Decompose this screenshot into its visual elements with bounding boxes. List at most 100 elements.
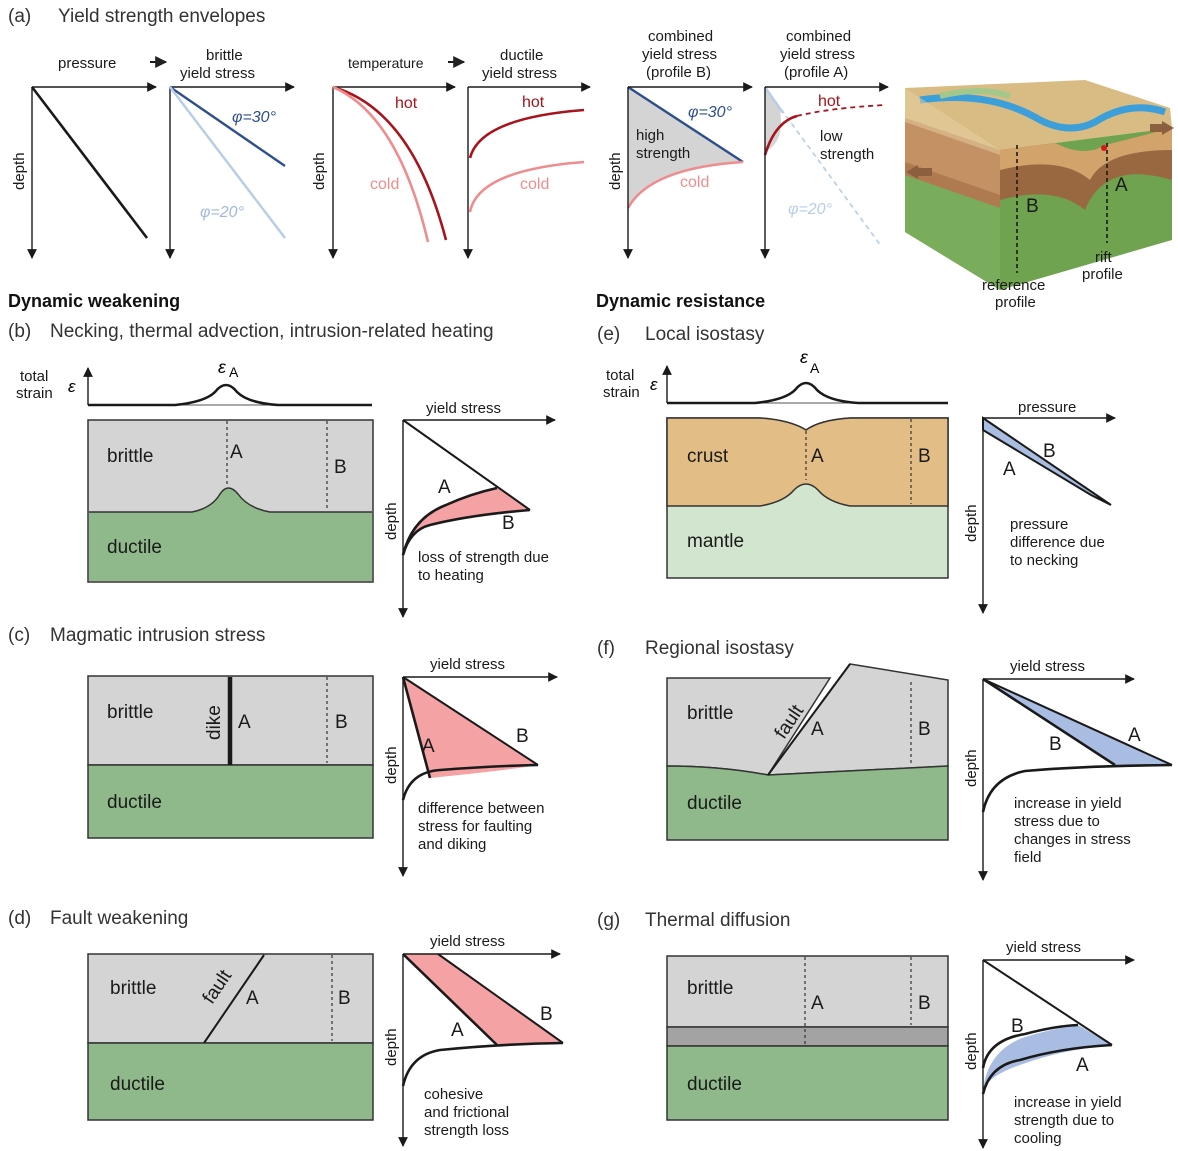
depth-axis-label: depth [11,152,28,190]
profile-a-marker: A [1076,1055,1089,1076]
profile-b-marker: B [1026,196,1039,217]
brittle-envelope: brittle yield stress φ=30° φ=20° [165,47,295,259]
strain-label: strain [603,384,640,401]
profile-a-marker: A [811,446,824,467]
profile-a-marker: A [230,442,243,463]
panel-g-title: Thermal diffusion [645,910,790,931]
note-line-2: strength due to [1014,1112,1114,1129]
yield-stress-axis-label: yield stress [430,656,505,673]
dynamic-weakening-header: Dynamic weakening [8,291,180,311]
epsilon-symbol: ε [650,375,658,394]
phi30-label: φ=30° [688,104,733,121]
profile-b-label: (profile B) [646,64,711,81]
combined-label: combined [648,28,713,45]
combined-label: combined [786,28,851,45]
hot-label: hot [395,95,418,112]
pressure-label: pressure [58,55,116,72]
note-line-4: field [1014,849,1042,866]
dynamic-resistance-header: Dynamic resistance [596,291,765,311]
rift-profile-label-2: profile [1082,266,1123,283]
profile-b-marker: B [1011,1016,1024,1037]
note-line-3: strength loss [424,1122,509,1139]
profile-a-marker: A [451,1020,464,1041]
depth-axis-label: depth [383,502,400,540]
high-label: high [636,127,664,144]
note-line-3: to necking [1010,552,1078,569]
note-line-2: difference due [1010,534,1105,551]
combined-envelope-profile-a: combined yield stress (profile A) hot lo… [760,28,889,259]
panel-c: (c) Magmatic intrusion stress brittle du… [8,625,558,877]
profile-b-marker: B [516,726,529,747]
note-line-1: cohesive [424,1086,483,1103]
profile-a-marker: A [811,719,824,740]
combined-envelope-profile-b: combined yield stress (profile B) φ=30° … [607,28,753,259]
mantle-layer-label: mantle [687,531,744,552]
panel-g-label: (g) [597,910,620,931]
phi20-label: φ=20° [788,201,833,218]
profile-a-marker: A [811,993,824,1014]
yield-stress-axis-label: yield stress [1006,939,1081,956]
reference-profile-label-2: profile [995,294,1036,311]
note-line-1: increase in yield [1014,795,1122,812]
ductile-label: ductile [500,47,543,64]
profile-b-marker: B [540,1004,553,1025]
panel-f: (f) Regional isostasy brittle ductile fa… [597,638,1173,881]
profile-a-marker: A [1003,459,1016,480]
ductile-layer-label: ductile [107,792,162,813]
profile-a-marker: A [1128,725,1141,746]
depth-axis-label: depth [383,1028,400,1066]
pressure-axis-label: pressure [1018,399,1076,416]
depth-axis-label: depth [607,152,624,190]
profile-b-marker: B [334,457,347,478]
yield-stress-axis-label: yield stress [430,933,505,950]
yield-stress-label: yield stress [180,65,255,82]
depth-axis-label: depth [383,746,400,784]
brittle-layer-label: brittle [107,702,153,723]
note-line-2: to heating [418,567,484,584]
brittle-layer-label: brittle [107,446,153,467]
hot-label: hot [818,93,841,110]
note-line-2: and frictional [424,1104,509,1121]
panel-d-title: Fault weakening [50,908,188,929]
phi20-label: φ=20° [200,204,245,221]
brittle-layer-label: brittle [687,703,733,724]
pressure-envelope: pressure depth [11,55,157,259]
panel-b-label: (b) [8,321,31,342]
profile-a-marker: A [1115,175,1128,196]
total-label: total [606,367,634,384]
panel-c-label: (c) [8,625,30,646]
profile-a-marker: A [246,988,259,1009]
profile-b-marker: B [918,993,931,1014]
note-line-1: increase in yield [1014,1094,1122,1111]
hot-label: hot [522,94,545,111]
yield-stress-label: yield stress [482,65,557,82]
ductile-layer-label: ductile [687,793,742,814]
profile-b-marker: B [502,513,515,534]
yield-stress-axis-label: yield stress [1010,658,1085,675]
epsilon-a-subscript: A [229,364,239,380]
profile-b-marker: B [918,446,931,467]
panel-a-label: (a) [8,6,31,27]
panel-c-title: Magmatic intrusion stress [50,625,265,646]
epsilon-a-subscript: A [810,360,820,376]
note-line-3: cooling [1014,1130,1062,1147]
brittle-layer-label: brittle [110,978,156,999]
cold-label: cold [680,174,709,191]
yield-stress-axis-label: yield stress [426,400,501,417]
low-label: low [820,128,843,145]
profile-b-marker: B [335,712,348,733]
profile-b-marker: B [918,719,931,740]
strain-label: strain [16,385,53,402]
panel-b: (b) Necking, thermal advection, intrusio… [8,321,556,618]
note-line-1: loss of strength due [418,549,549,566]
note-line-1: pressure [1010,516,1068,533]
profile-a-marker: A [438,477,451,498]
brittle-label: brittle [206,47,243,64]
note-line-3: and diking [418,836,486,853]
profile-b-marker: B [1049,734,1062,755]
panel-e-title: Local isostasy [645,324,765,345]
strength-label: strength [820,146,874,163]
brittle-layer-label: brittle [687,978,733,999]
note-line-1: difference between [418,800,544,817]
